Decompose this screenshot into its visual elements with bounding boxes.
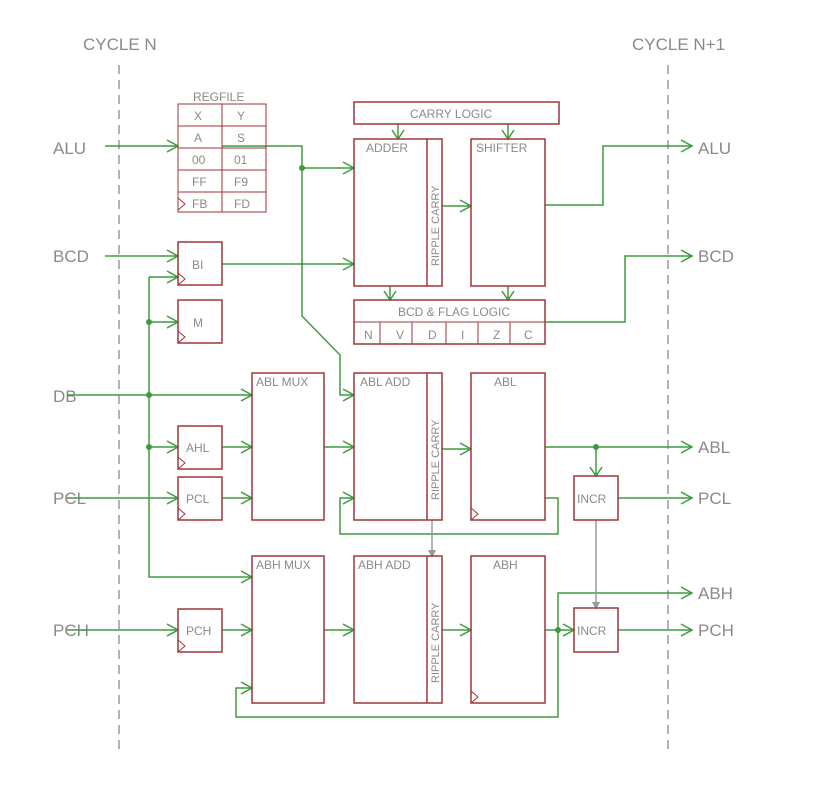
register-pch: PCH [177, 608, 223, 653]
output-abh-label: ABH [698, 584, 733, 603]
abh-add-block: ABH ADD RIPPLE CARRY [353, 555, 443, 704]
cycle-n1-label: CYCLE N+1 [632, 35, 725, 54]
regfile: REGFILE X Y A S 00 01 FF F9 FB FD [177, 90, 267, 213]
register-pcl-label: PCL [186, 492, 210, 506]
abl-register-label: ABL [494, 375, 517, 389]
incr-abh-block: INCR [573, 607, 619, 653]
regfile-cell-x: X [194, 109, 202, 123]
carry-wires [428, 520, 600, 610]
regfile-cell-01: 01 [234, 153, 248, 167]
wires [67, 124, 692, 718]
flag-z: Z [493, 328, 500, 342]
shifter-block: SHIFTER [470, 138, 546, 287]
flag-i: I [461, 328, 464, 342]
carry-logic-block: CARRY LOGIC [353, 101, 560, 125]
regfile-cell-y: Y [237, 109, 245, 123]
regfile-cell-ff: FF [192, 175, 207, 189]
register-pch-label: PCH [186, 624, 211, 638]
bcd-flag-logic-label: BCD & FLAG LOGIC [398, 305, 510, 319]
abl-mux-label: ABL MUX [256, 375, 308, 389]
output-alu-label: ALU [698, 139, 731, 158]
regfile-cell-fb: FB [192, 197, 207, 211]
output-pch-label: PCH [698, 621, 734, 640]
register-pcl: PCL [177, 476, 223, 521]
incr-abh-label: INCR [577, 624, 607, 638]
abh-ripple-carry-label: RIPPLE CARRY [430, 602, 442, 683]
abl-ripple-carry-label: RIPPLE CARRY [430, 419, 442, 500]
regfile-cell-00: 00 [192, 153, 206, 167]
abh-register-label: ABH [493, 558, 518, 572]
flag-v: V [396, 328, 404, 342]
abh-mux-block: ABH MUX [251, 555, 325, 704]
input-db-label: DB [53, 387, 77, 406]
abl-add-block: ABL ADD RIPPLE CARRY [353, 372, 443, 521]
adder-label: ADDER [366, 141, 408, 155]
abh-add-label: ABH ADD [358, 558, 411, 572]
input-alu-label: ALU [53, 139, 86, 158]
register-bi: BI [177, 241, 223, 286]
adder-block: ADDER RIPPLE CARRY [353, 138, 443, 287]
regfile-title: REGFILE [193, 90, 244, 104]
adder-ripple-carry-label: RIPPLE CARRY [430, 185, 442, 266]
regfile-cell-fd: FD [234, 197, 250, 211]
flag-c: C [524, 328, 533, 342]
abl-register-block: ABL [470, 372, 546, 521]
shifter-label: SHIFTER [476, 141, 528, 155]
regfile-cell-a: A [194, 131, 202, 145]
register-ahl: AHL [177, 425, 223, 470]
bcd-flag-logic-block: BCD & FLAG LOGIC N V D I Z C [353, 299, 546, 345]
regfile-cell-s: S [237, 131, 245, 145]
register-bi-label: BI [192, 258, 203, 272]
output-bcd-label: BCD [698, 247, 734, 266]
regfile-cell-f9: F9 [234, 175, 248, 189]
abl-mux-block: ABL MUX [251, 372, 325, 521]
output-pcl-label: PCL [698, 489, 731, 508]
flag-n: N [364, 328, 373, 342]
register-m-label: M [193, 316, 203, 330]
output-abl-label: ABL [698, 438, 730, 457]
incr-abl-label: INCR [577, 492, 607, 506]
abh-mux-label: ABH MUX [256, 558, 311, 572]
flag-d: D [428, 328, 437, 342]
register-ahl-label: AHL [186, 441, 210, 455]
abh-register-block: ABH [470, 555, 546, 704]
carry-logic-label: CARRY LOGIC [410, 107, 493, 121]
cycle-n-label: CYCLE N [83, 35, 157, 54]
incr-abl-block: INCR [573, 475, 619, 521]
abl-add-label: ABL ADD [360, 375, 411, 389]
register-m: M [177, 299, 223, 344]
input-bcd-label: BCD [53, 247, 89, 266]
